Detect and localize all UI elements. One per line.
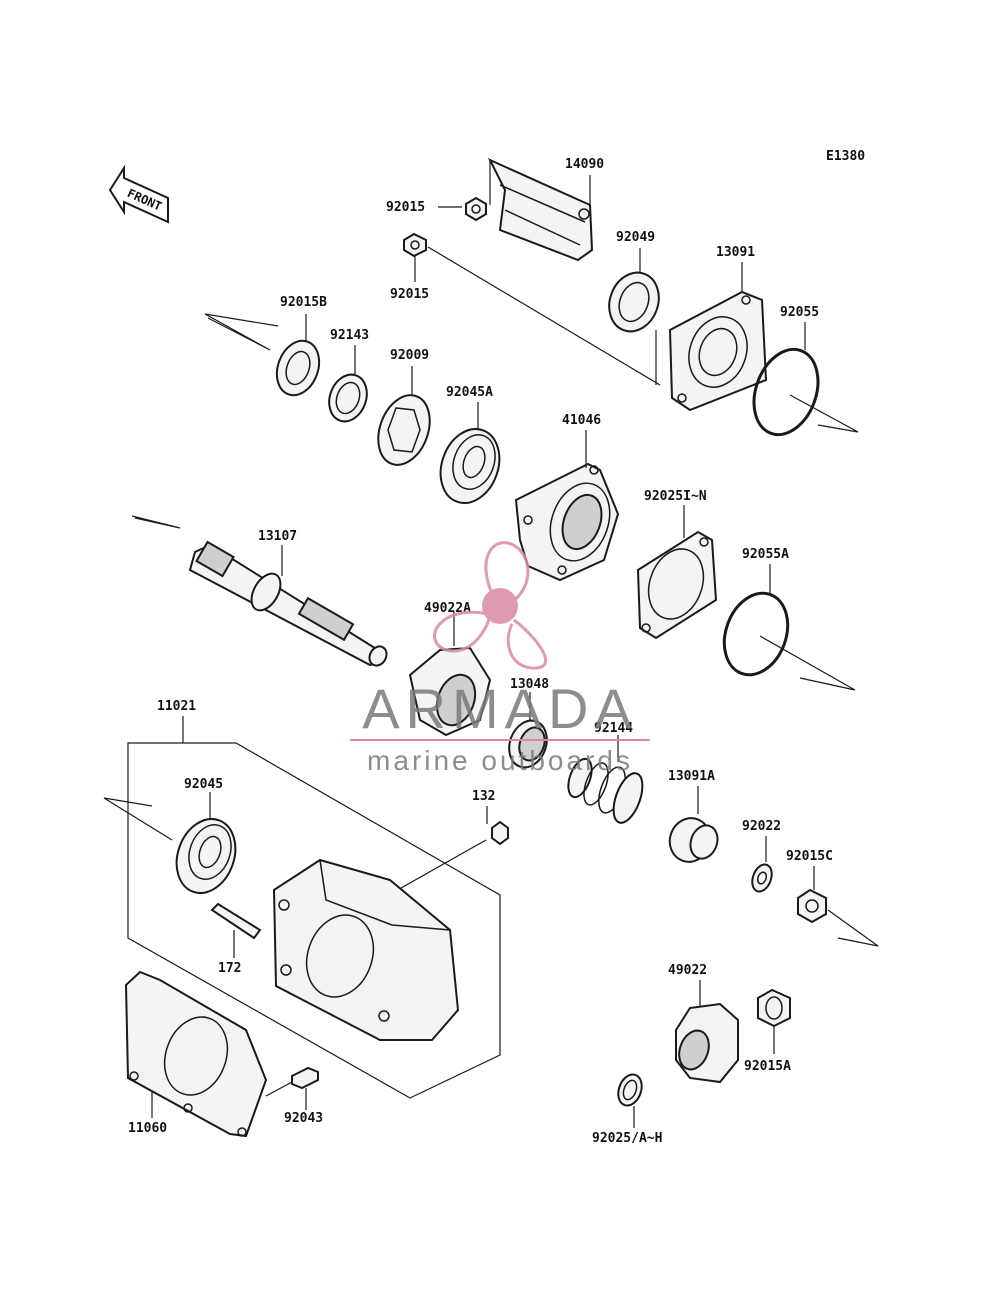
label-49022: 49022 <box>668 963 707 978</box>
nut-92015-top <box>438 196 487 222</box>
assembly-11021-outline <box>127 716 501 1099</box>
gear-case-body <box>272 858 460 1041</box>
gasket-92025IN <box>636 505 718 640</box>
label-172: 172 <box>218 961 241 976</box>
watermark-brand: ARMADA <box>362 677 638 740</box>
housing-41046 <box>514 430 620 582</box>
oring-92055 <box>752 322 859 437</box>
label-92025AH: 92025/A~H <box>592 1131 662 1146</box>
seal-92015B <box>204 313 321 397</box>
shim-92009 <box>377 366 431 466</box>
label-11060: 11060 <box>128 1121 167 1136</box>
label-13048: 13048 <box>510 677 549 692</box>
label-14090: 14090 <box>565 157 604 172</box>
dowel-92043 <box>265 1066 319 1110</box>
label-92055: 92055 <box>780 305 819 320</box>
bushing-13091A <box>668 786 719 863</box>
front-arrow-icon: FRONT <box>108 164 169 224</box>
label-13091A: 13091A <box>668 769 715 784</box>
nut-92015A <box>757 988 791 1054</box>
label-132: 132 <box>472 789 495 804</box>
label-13091: 13091 <box>716 245 755 260</box>
label-41046: 41046 <box>562 413 601 428</box>
label-92015-mid: 92015 <box>390 287 429 302</box>
label-92144: 92144 <box>594 721 633 736</box>
spring-92144 <box>567 735 644 824</box>
bearing-92045A <box>439 402 501 504</box>
coupling-13048 <box>508 692 548 769</box>
label-92015C: 92015C <box>786 849 833 864</box>
bearing-92045 <box>103 792 237 894</box>
gear-49022 <box>675 980 739 1084</box>
label-92015B: 92015B <box>280 295 327 310</box>
gasket-11060 <box>124 970 268 1138</box>
label-92025IN: 92025I~N <box>644 489 707 504</box>
bolt-132 <box>393 806 509 893</box>
label-13107: 13107 <box>258 529 297 544</box>
ring-92143 <box>328 345 368 423</box>
oring-92055A <box>722 564 856 691</box>
seal-92049 <box>608 248 660 333</box>
washer-92022 <box>751 836 773 893</box>
gear-49022A <box>408 612 492 737</box>
label-92043: 92043 <box>284 1111 323 1126</box>
cover-13091 <box>655 262 768 412</box>
bracket-14090 <box>487 157 594 262</box>
diagram-code: E1380 <box>826 149 865 164</box>
shaft-13107 <box>131 515 388 667</box>
label-92022: 92022 <box>742 819 781 834</box>
nut-92015-mid <box>403 232 661 386</box>
nut-92015C <box>797 866 879 947</box>
label-92009: 92009 <box>390 348 429 363</box>
label-92049: 92049 <box>616 230 655 245</box>
watermark-tagline: marine outboards <box>367 745 633 776</box>
label-92143: 92143 <box>330 328 369 343</box>
washer-92025AH <box>617 1073 643 1128</box>
label-92015-top: 92015 <box>386 200 425 215</box>
label-92015A: 92015A <box>744 1059 791 1074</box>
label-11021: 11021 <box>157 699 196 714</box>
label-92045A: 92045A <box>446 385 493 400</box>
label-92045: 92045 <box>184 777 223 792</box>
stud-172 <box>210 902 262 958</box>
watermark-propeller-icon <box>433 541 547 670</box>
label-92055A: 92055A <box>742 547 789 562</box>
